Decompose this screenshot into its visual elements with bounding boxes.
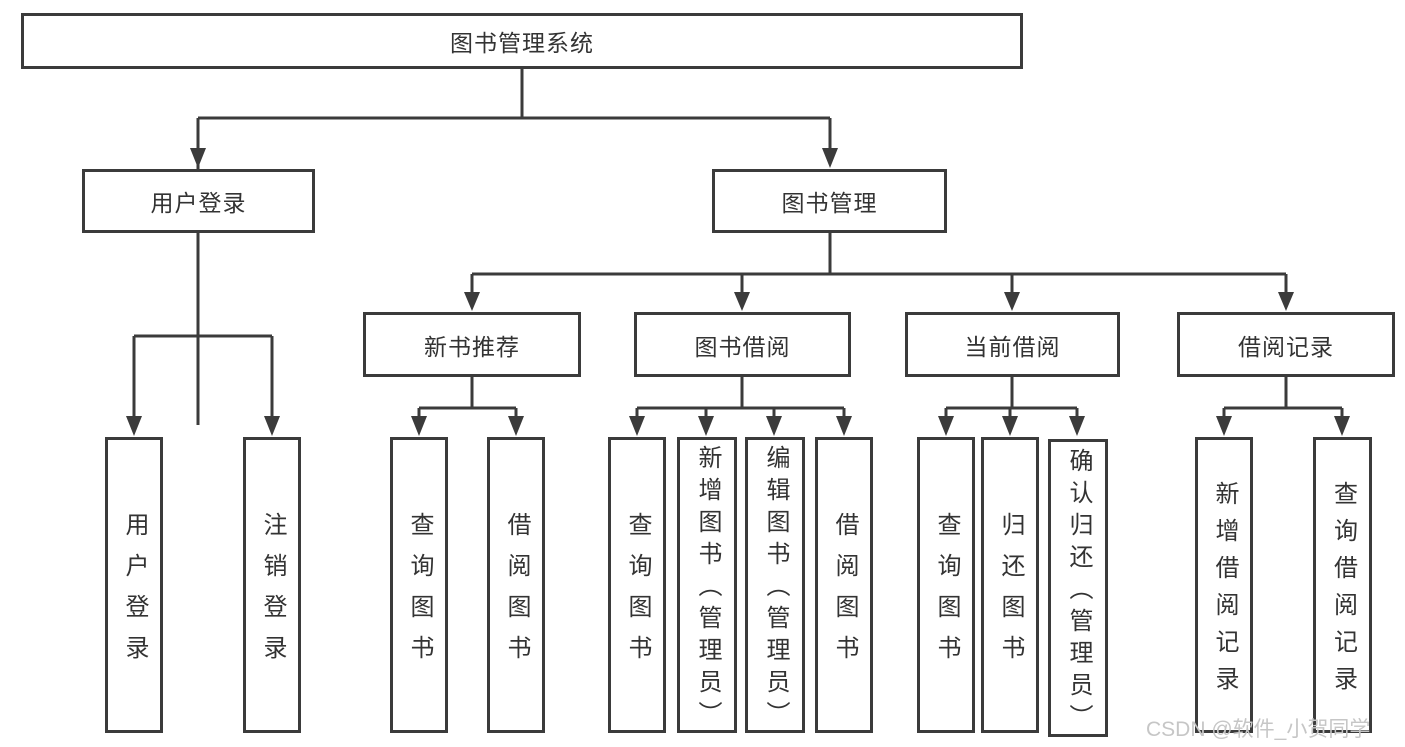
leaf-borrow-query-books: 查询图书 xyxy=(608,437,666,733)
csdn-watermark: CSDN @软件_小贺同学 xyxy=(1146,718,1371,741)
leaf-records-query-record: 查询借阅记录 xyxy=(1313,437,1372,733)
leaf-current-query-books: 查询图书 xyxy=(917,437,975,733)
node-user-login-label: 用户登录 xyxy=(150,190,247,216)
node-book-management-label: 图书管理 xyxy=(781,190,878,216)
node-new-book-recommend: 新书推荐 xyxy=(363,312,581,377)
leaf-recommend-borrow-books: 借阅图书 xyxy=(487,437,545,733)
node-current-borrow-label: 当前借阅 xyxy=(964,333,1061,360)
node-root-system: 图书管理系统 xyxy=(21,13,1023,69)
leaf-borrow-add-books-admin: 新增图书（管理员） xyxy=(677,437,737,733)
leaf-current-confirm-return-admin-label: 确认归还（管理员） xyxy=(1065,448,1092,736)
node-root-label: 图书管理系统 xyxy=(450,30,594,56)
arrowheads xyxy=(126,148,1350,436)
node-book-borrow-label: 图书借阅 xyxy=(694,333,791,360)
leaf-logout-label: 注销登录 xyxy=(259,511,286,676)
node-book-management: 图书管理 xyxy=(712,169,947,233)
node-user-login: 用户登录 xyxy=(82,169,315,233)
leaf-recommend-query-books: 查询图书 xyxy=(390,437,448,733)
leaf-recommend-borrow-books-label: 借阅图书 xyxy=(503,511,530,676)
node-borrow-records-label: 借阅记录 xyxy=(1238,333,1334,360)
leaf-recommend-query-books-label: 查询图书 xyxy=(406,511,433,676)
leaf-borrow-edit-books-admin-label: 编辑图书（管理员） xyxy=(762,445,789,733)
leaf-borrow-query-books-label: 查询图书 xyxy=(624,511,651,676)
leaf-current-query-books-label: 查询图书 xyxy=(933,511,960,676)
leaf-user-login: 用户登录 xyxy=(105,437,163,733)
leaf-records-query-record-label: 查询借阅记录 xyxy=(1329,480,1357,703)
leaf-current-return-books: 归还图书 xyxy=(981,437,1039,733)
node-new-book-recommend-label: 新书推荐 xyxy=(424,333,520,360)
node-current-borrow: 当前借阅 xyxy=(905,312,1120,377)
leaf-current-return-books-label: 归还图书 xyxy=(997,511,1024,676)
leaf-logout: 注销登录 xyxy=(243,437,301,733)
leaf-borrow-add-books-admin-label: 新增图书（管理员） xyxy=(694,445,721,733)
node-borrow-records: 借阅记录 xyxy=(1177,312,1395,377)
leaf-borrow-borrow-books: 借阅图书 xyxy=(815,437,873,733)
leaf-current-confirm-return-admin: 确认归还（管理员） xyxy=(1048,439,1108,737)
leaf-records-add-record-label: 新增借阅记录 xyxy=(1211,480,1238,703)
leaf-user-login-label: 用户登录 xyxy=(121,511,148,676)
leaf-borrow-borrow-books-label: 借阅图书 xyxy=(831,511,858,676)
node-book-borrow: 图书借阅 xyxy=(634,312,851,377)
leaf-borrow-edit-books-admin: 编辑图书（管理员） xyxy=(745,437,805,733)
leaf-records-add-record: 新增借阅记录 xyxy=(1195,437,1253,733)
